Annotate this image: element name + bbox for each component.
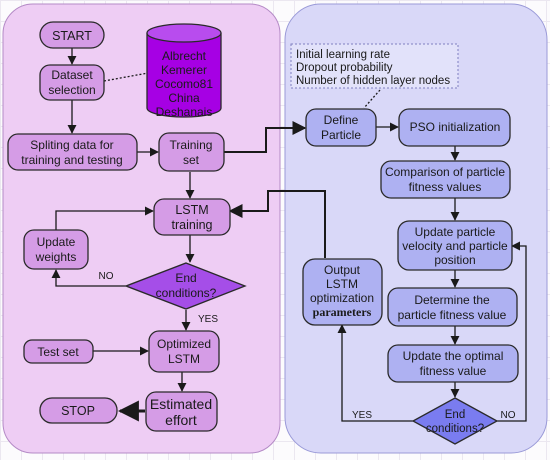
edge-dataset-cylinder [103,72,149,82]
parameters-note: Initial learning rate Dropout probabilit… [290,43,459,89]
training-set-line-1: Training [170,138,213,152]
param-dropout: Dropout probability [296,62,393,74]
dataset-cocomo81: Cocomo81 [155,77,213,91]
left-end-conditions-decision: End conditions? [124,262,247,310]
update-weights-line-2: weights [35,250,77,264]
determine-fitness-line-1: Determine the [414,293,490,307]
dataset-selection-line-1: Dataset [51,68,93,82]
dataset-china: China [168,91,200,105]
output-line-1: Output [324,263,361,277]
pso-initialization-label: PSO initialization [410,120,501,134]
stop-label: STOP [61,404,95,418]
determine-fitness-node: Determine the particle fitness value [387,287,518,327]
output-parameters-node: Output LSTM optimization parameters [302,258,383,326]
update-velocity-node: Update particle velocity and particle po… [397,220,513,271]
update-optimal-line-2: fitness value [420,364,487,378]
lstm-training-line-1: LSTM [175,203,208,217]
optimized-lstm-line-2: LSTM [168,352,200,366]
update-weights-node: Update weights [23,229,89,270]
determine-fitness-line-2: particle fitness value [398,308,507,322]
update-optimal-node: Update the optimal fitness value [387,344,519,383]
connectors [51,47,527,422]
dataset-albrecht: Albrecht [162,49,207,63]
splitting-node: Spliting data for training and testing [7,133,138,171]
datasets-cylinder: Albrecht Kemerer Cocomo81 China Deshanai… [146,23,222,119]
dataset-selection-line-2: selection [48,83,95,97]
estimated-effort-line-2: effort [165,412,197,428]
update-velocity-line-3: position [434,253,475,267]
stop-node: STOP [39,397,118,424]
left-no-label: NO [99,271,114,282]
estimated-effort-node: Estimated effort [145,391,218,432]
param-learning-rate: Initial learning rate [296,49,390,61]
right-end-conditions-line-1: End [445,409,465,421]
dataset-deshanais: Deshanais [156,105,213,119]
left-end-conditions-line-2: conditions? [156,286,217,300]
start-label: START [52,29,92,43]
edge-end-output [337,324,413,422]
left-yes-label: YES [198,314,218,325]
optimized-lstm-node: Optimized LSTM [148,330,220,373]
optimized-lstm-line-1: Optimized [157,337,211,351]
right-end-conditions-line-2: conditions? [426,423,484,435]
define-particle-line-2: Particle [321,128,361,142]
pso-initialization-node: PSO initialization [398,108,511,147]
output-line-3: optimization [310,291,374,305]
right-no-label: NO [501,410,516,421]
define-particle-line-1: Define [324,113,359,127]
update-velocity-line-1: Update particle [415,225,496,239]
right-yes-label: YES [352,410,372,421]
param-hidden-nodes: Number of hidden layer nodes [296,75,450,87]
estimated-effort-line-1: Estimated [150,396,212,412]
lstm-training-line-2: training [172,218,213,232]
training-set-node: Training set [158,132,225,172]
right-end-conditions-decision: End conditions? [411,397,499,445]
output-line-4: parameters [313,305,372,319]
test-set-label: Test set [37,345,79,359]
training-set-line-2: set [183,153,200,167]
edge-output-lstm [228,190,326,258]
edge-note-define [363,89,381,109]
edge-training-define [224,121,307,153]
splitting-line-1: Spliting data for [30,138,113,152]
lstm-training-node: LSTM training [153,198,231,236]
edge-update-lstm [55,206,154,230]
output-line-2: LSTM [326,277,358,291]
edge-end-update-loop [496,241,527,422]
start-node: START [39,21,105,49]
comparison-node: Comparison of particle fitness values [380,160,511,199]
test-set-node: Test set [23,339,94,364]
edge-end-update [51,269,126,287]
update-weights-line-1: Update [37,235,76,249]
define-particle-node: Define Particle [305,108,377,147]
dataset-selection-node: Dataset selection [39,64,105,101]
update-velocity-line-2: velocity and particle [402,239,508,253]
left-end-conditions-line-1: End [175,271,196,285]
comparison-line-2: fitness values [409,180,482,194]
update-optimal-line-1: Update the optimal [403,349,504,363]
splitting-line-2: training and testing [21,153,122,167]
dataset-kemerer: Kemerer [161,63,207,77]
comparison-line-1: Comparison of particle [385,165,505,179]
